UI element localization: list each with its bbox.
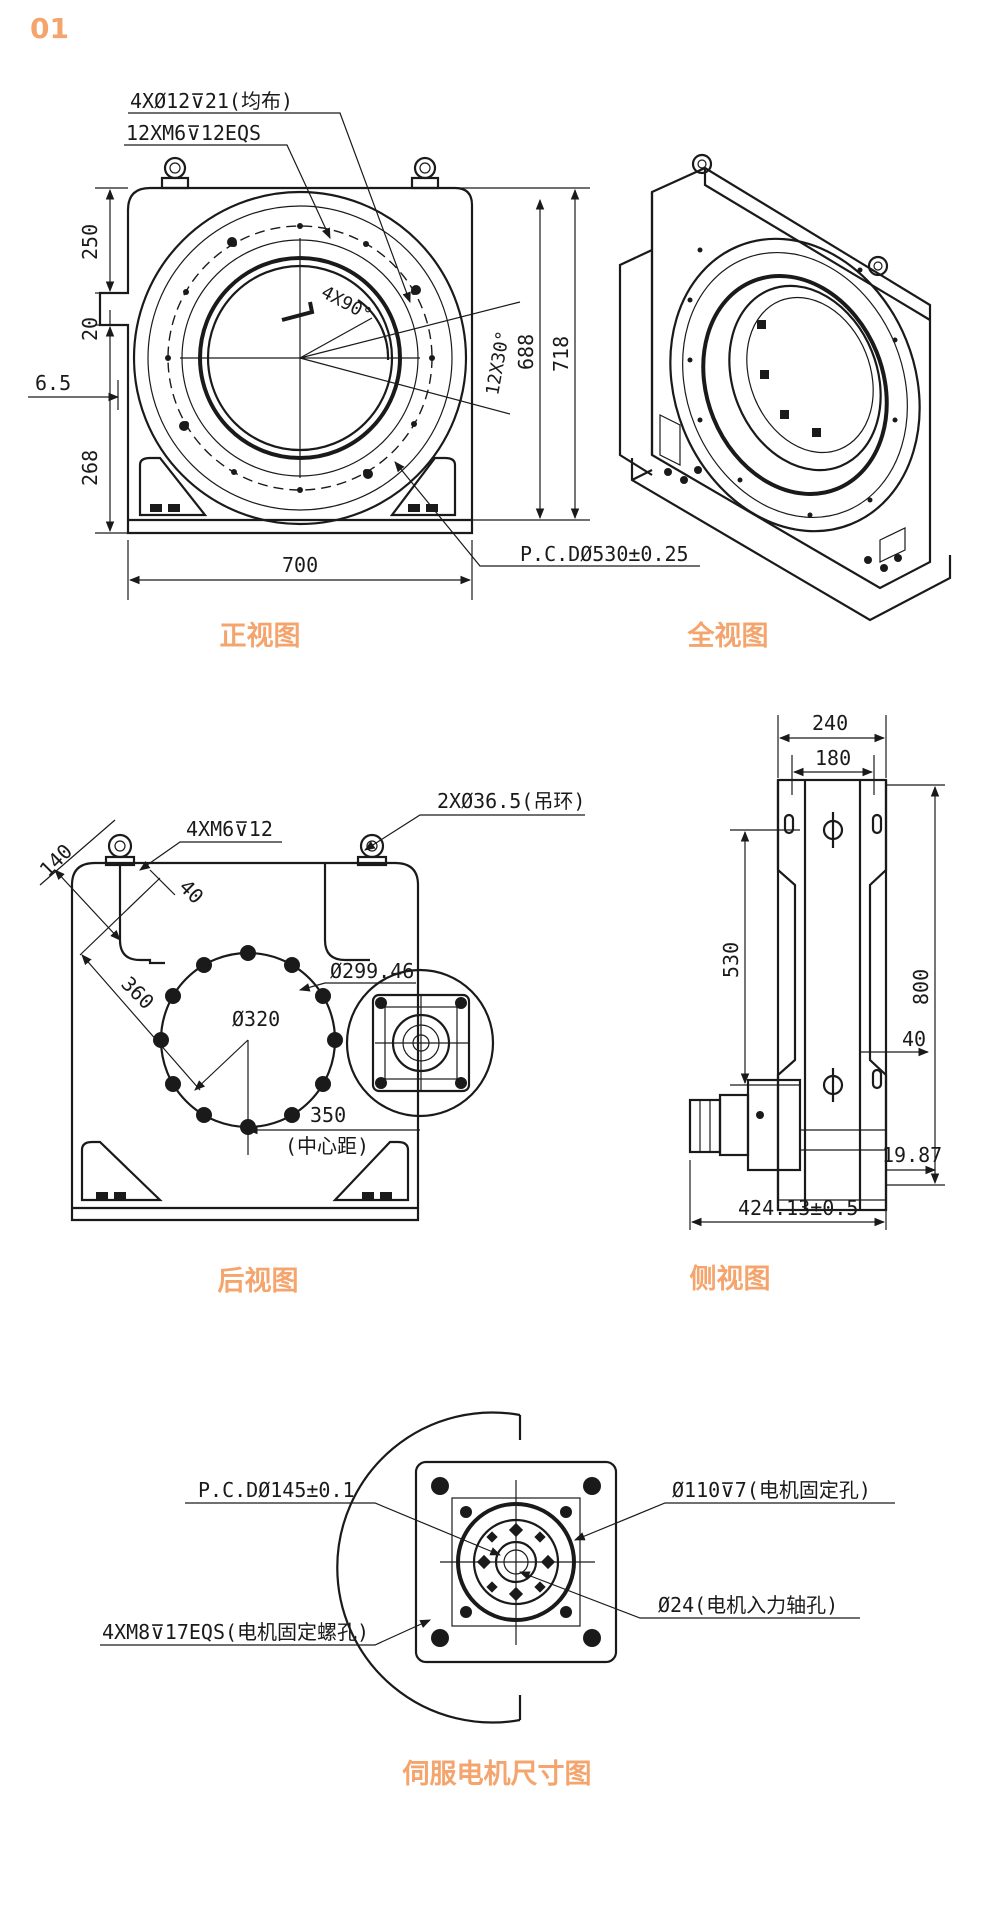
side-view: 240 180 530 800 40 19.87 424.13±0.5 [688,711,945,1230]
rear-view-caption: 后视图 [218,1266,299,1297]
rear-lifting-label: 2XØ36.5(吊环) [437,789,585,813]
rear-threads-label: 4XM6⊽12 [186,817,273,841]
servo-screws-label: 4XM8⊽17EQS(电机固定螺孔) [102,1620,369,1644]
front-threads-label: 12XM6⊽12EQS [126,121,261,145]
front-dim-268: 268 [78,450,102,486]
rear-dim-40: 40 [174,875,208,909]
front-dim-250: 250 [78,224,102,260]
servo-bore-label: Ø110⊽7(电机固定孔) [672,1478,871,1502]
rear-view: 2XØ36.5(吊环) 4XM6⊽12 140 40 360 Ø299.46 Ø… [35,789,585,1222]
servo-pcd-label: P.C.DØ145±0.1 [198,1478,355,1502]
rear-dim-299: Ø299.46 [330,959,414,983]
iso-view-caption: 全视图 [687,620,769,652]
front-angle-a: 4X90° [318,282,376,326]
side-dim-180: 180 [815,746,851,770]
front-dim-700: 700 [282,553,318,577]
isometric-view [618,153,952,622]
side-dim-424: 424.13±0.5 [738,1196,858,1220]
rear-dim-350: 350 [310,1103,346,1127]
servo-shaft-label: Ø24(电机入力轴孔) [658,1593,838,1617]
front-angle-b: 12X30° [482,329,514,397]
front-view: 4XØ12⊽21(均布) 12XM6⊽12EQS 4X90° 12X30° 25… [28,89,700,600]
front-dim-718: 718 [549,336,573,372]
side-view-caption: 侧视图 [690,1264,771,1295]
side-dim-40: 40 [902,1027,926,1051]
side-dim-240: 240 [812,711,848,735]
rear-dim-140: 140 [35,839,78,882]
rear-dim-320: Ø320 [232,1007,280,1031]
front-dim-6-5: 6.5 [35,371,71,395]
page-index: 01 [30,12,69,45]
servo-view-caption: 伺服电机尺寸图 [402,1759,592,1790]
servo-motor-view: P.C.DØ145±0.1 Ø110⊽7(电机固定孔) Ø24(电机入力轴孔) … [100,1411,895,1724]
front-holes-label: 4XØ12⊽21(均布) [130,89,293,113]
front-pcd-label: P.C.DØ530±0.25 [520,542,689,566]
front-dim-688: 688 [514,334,538,370]
rear-center-label: (中心距) [285,1134,369,1158]
side-dim-19-87: 19.87 [882,1143,942,1167]
side-dim-530: 530 [719,942,743,978]
front-view-caption: 正视图 [220,621,301,652]
front-dim-20: 20 [78,317,102,341]
side-dim-800: 800 [909,969,933,1005]
rear-dim-360: 360 [116,972,159,1015]
